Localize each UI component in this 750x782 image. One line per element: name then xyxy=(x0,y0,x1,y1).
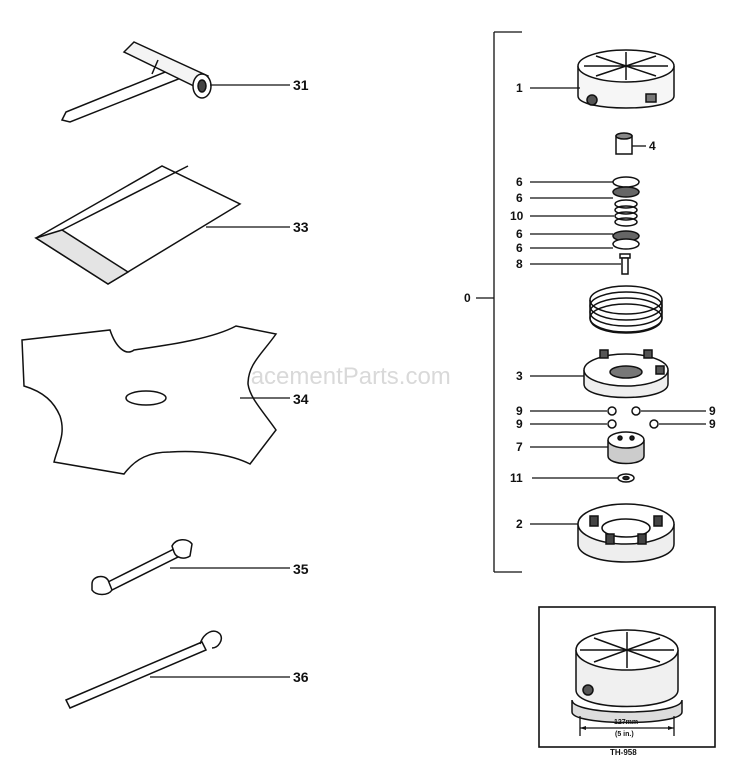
part-3-spool xyxy=(583,349,669,399)
callout-7: 7 xyxy=(516,440,523,454)
part-33-manual xyxy=(34,165,242,285)
callout-6-b: 6 xyxy=(516,191,523,205)
callout-9-a: 9 xyxy=(516,404,523,418)
part-36-hex-key xyxy=(64,630,223,709)
part-6-washer-upper xyxy=(612,176,640,198)
callout-9-d: 9 xyxy=(709,417,716,431)
trimmer-line-coil xyxy=(589,285,663,334)
inset-dimension-in: (5 in.) xyxy=(615,731,634,738)
callout-1: 1 xyxy=(516,81,523,95)
callout-4: 4 xyxy=(649,139,656,153)
part-11-washer xyxy=(617,473,635,483)
callout-36: 36 xyxy=(293,669,309,685)
callout-31: 31 xyxy=(293,77,309,93)
part-2-housing xyxy=(577,503,675,563)
callout-9-c: 9 xyxy=(709,404,716,418)
callout-6-d: 6 xyxy=(516,241,523,255)
part-8-pin xyxy=(619,253,631,275)
callout-35: 35 xyxy=(293,561,309,577)
callout-6-c: 6 xyxy=(516,227,523,241)
callout-6-a: 6 xyxy=(516,175,523,189)
assembly-bracket xyxy=(476,31,522,573)
callout-33: 33 xyxy=(293,219,309,235)
callout-34: 34 xyxy=(293,391,309,407)
inset-dimension-mm: 127mm xyxy=(614,719,638,726)
part-34-blade xyxy=(21,325,278,475)
part-1-cover xyxy=(577,49,675,109)
part-31-socket-wrench xyxy=(60,41,212,123)
part-35-wrench xyxy=(91,539,193,596)
callout-3: 3 xyxy=(516,369,523,383)
inset-model: TH-958 xyxy=(610,748,637,757)
callout-10: 10 xyxy=(510,209,524,223)
callout-0: 0 xyxy=(464,291,471,305)
part-4-nut xyxy=(615,132,633,155)
callout-8: 8 xyxy=(516,257,523,271)
callout-9-b: 9 xyxy=(516,417,523,431)
callout-2: 2 xyxy=(516,517,523,531)
part-10-spring xyxy=(614,199,638,227)
part-6-washer-lower xyxy=(612,230,640,250)
part-9-balls xyxy=(607,406,659,429)
inset-assembled-head xyxy=(538,606,716,748)
part-7-hub xyxy=(607,431,645,465)
callout-11: 11 xyxy=(510,471,523,485)
